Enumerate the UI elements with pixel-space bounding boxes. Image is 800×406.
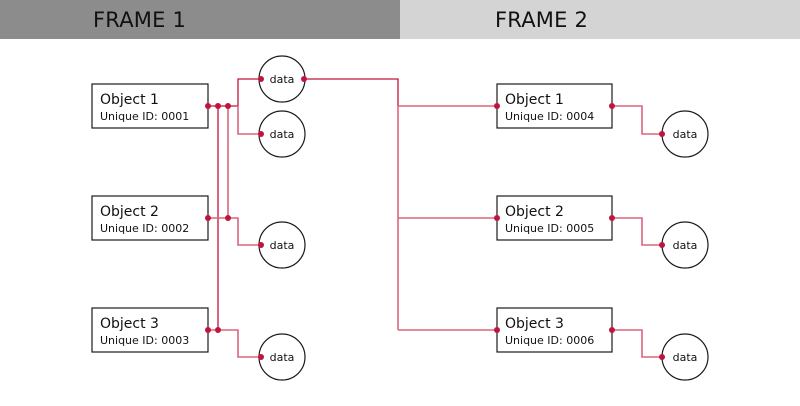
object-id: Unique ID: 0002 [100, 222, 189, 235]
object-id: Unique ID: 0006 [505, 334, 594, 347]
data-label: data [270, 239, 295, 252]
frame-1-data-node-4[interactable]: data [258, 333, 306, 381]
object-title: Object 1 [100, 92, 159, 108]
frame-1-title: FRAME 1 [93, 8, 187, 32]
port-dot[interactable] [258, 131, 264, 137]
wire-object1-data1 [237, 78, 261, 106]
wire-f2-object2-data [612, 217, 662, 246]
junction-dot [215, 327, 221, 333]
object-box[interactable] [496, 83, 613, 129]
port-dot[interactable] [205, 327, 211, 333]
frame-1-data-node-3[interactable]: data [258, 221, 306, 269]
frame-1-data-node-1[interactable]: data [258, 55, 306, 103]
frame-1-data-node-2[interactable]: data [258, 110, 306, 158]
data-label: data [673, 239, 698, 252]
object-box[interactable] [91, 307, 209, 353]
wire-object1-data2 [237, 106, 261, 135]
wire-data-to-frame2 [304, 78, 399, 106]
port-dot[interactable] [494, 103, 500, 109]
object-title: Object 1 [505, 92, 564, 108]
object-id: Unique ID: 0005 [505, 222, 594, 235]
port-dot[interactable] [659, 354, 665, 360]
port-dot[interactable] [494, 327, 500, 333]
frame-2-data-node-3[interactable]: data [661, 333, 709, 381]
port-dot[interactable] [609, 327, 615, 333]
port-dot[interactable] [258, 76, 264, 82]
frame-1-object-2[interactable]: Object 2 Unique ID: 0002 [91, 195, 209, 241]
data-label: data [673, 128, 698, 141]
frame-2-object-2[interactable]: Object 2 Unique ID: 0005 [496, 195, 613, 241]
junction-dot [225, 215, 231, 221]
data-label: data [270, 351, 295, 364]
junction-dot [215, 103, 221, 109]
wire-object3-data [208, 329, 261, 358]
frame-1-object-3[interactable]: Object 3 Unique ID: 0003 [91, 307, 209, 353]
object-title: Object 3 [505, 316, 564, 332]
port-dot[interactable] [494, 215, 500, 221]
wire-f2-object3-data [612, 329, 662, 358]
port-dot[interactable] [258, 242, 264, 248]
port-dot[interactable] [609, 103, 615, 109]
port-dot[interactable] [205, 215, 211, 221]
connection-dots [205, 76, 665, 360]
port-dot[interactable] [659, 242, 665, 248]
object-title: Object 2 [100, 204, 159, 220]
object-id: Unique ID: 0001 [100, 110, 189, 123]
object-id: Unique ID: 0004 [505, 110, 594, 123]
data-label: data [270, 128, 295, 141]
frame-1-header: FRAME 1 [0, 0, 400, 39]
wire-object2-data [208, 217, 261, 246]
port-dot[interactable] [609, 215, 615, 221]
junction-dot [225, 103, 231, 109]
port-dot[interactable] [258, 354, 264, 360]
object-id: Unique ID: 0003 [100, 334, 189, 347]
port-dot[interactable] [205, 103, 211, 109]
object-title: Object 3 [100, 316, 159, 332]
wire-f2-object1-data [612, 105, 662, 135]
object-title: Object 2 [505, 204, 564, 220]
frame-2-title: FRAME 2 [495, 8, 589, 32]
object-box[interactable] [496, 195, 613, 241]
frame-2-header: FRAME 2 [400, 0, 800, 39]
data-label: data [270, 73, 295, 86]
frame-1-connectors [208, 78, 662, 358]
frame-1-object-1[interactable]: Object 1 Unique ID: 0001 [91, 83, 209, 129]
port-dot[interactable] [659, 131, 665, 137]
frame-2-data-node-2[interactable]: data [661, 221, 709, 269]
frame-2-object-3[interactable]: Object 3 Unique ID: 0006 [496, 307, 613, 353]
data-label: data [673, 351, 698, 364]
port-dot[interactable] [301, 76, 307, 82]
frame-2-data-node-1[interactable]: data [661, 110, 709, 158]
frame-2-object-1[interactable]: Object 1 Unique ID: 0004 [496, 83, 613, 129]
